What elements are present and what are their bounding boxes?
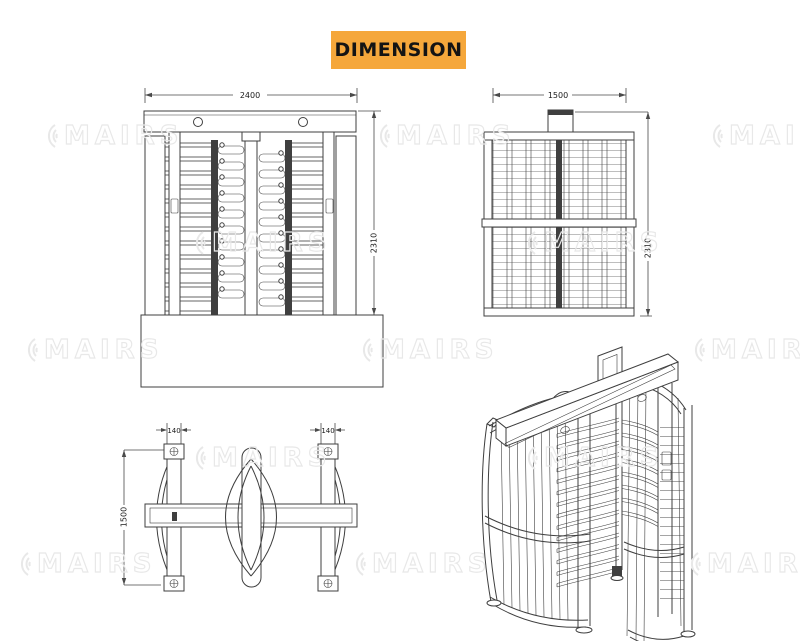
watermark: MAIRS xyxy=(700,122,800,150)
front-base xyxy=(140,314,384,388)
top-beam-slot xyxy=(172,512,177,521)
side-height-label: 2310 xyxy=(644,238,653,258)
top-left-post-dimension: 140 xyxy=(156,423,191,446)
isometric-view-drawing xyxy=(481,346,696,641)
front-right-reader xyxy=(325,198,334,214)
top-right-post-label: 140 xyxy=(321,427,334,435)
front-height-label: 2310 xyxy=(370,233,379,253)
top-view-drawing: 140 140 1500 xyxy=(120,423,358,592)
front-width-label: 2400 xyxy=(240,91,260,100)
side-width-label: 1500 xyxy=(548,91,568,100)
side-width-dimension: 1500 xyxy=(492,88,627,103)
side-mid-rail xyxy=(481,218,637,228)
iso-right-cage xyxy=(621,373,696,641)
top-depth-label: 1500 xyxy=(120,507,129,527)
side-motor-box xyxy=(547,109,574,134)
front-width-dimension: 2400 xyxy=(144,88,358,103)
top-depth-dimension: 1500 xyxy=(120,449,164,586)
side-cage xyxy=(481,131,637,317)
front-right-cage-edge xyxy=(335,135,357,316)
mairs-logo-icon xyxy=(713,124,723,148)
front-top-beam xyxy=(143,110,357,133)
front-cage xyxy=(144,131,357,316)
side-height-dimension: 2310 xyxy=(575,111,653,317)
iso-rotor xyxy=(556,390,659,588)
top-right-post-dimension: 140 xyxy=(310,423,345,446)
iso-reader-lower xyxy=(661,469,672,481)
top-rotor xyxy=(225,447,277,588)
front-view-drawing: 2400 2310 xyxy=(140,88,384,388)
top-left-post-label: 140 xyxy=(167,427,180,435)
iso-reader-upper xyxy=(661,451,672,466)
side-view-drawing: 1500 2310 xyxy=(481,88,653,317)
front-left-reader xyxy=(170,198,179,214)
mairs-logo-icon xyxy=(21,552,31,576)
dimension-title-banner: DIMENSION xyxy=(331,31,466,69)
mairs-logo-icon xyxy=(28,338,38,362)
iso-top-beam xyxy=(495,353,679,448)
front-left-cage-edge xyxy=(144,135,166,316)
dimension-title: DIMENSION xyxy=(334,39,463,61)
front-height-dimension: 2310 xyxy=(358,110,381,315)
iso-rotor-bearing xyxy=(612,566,622,576)
mairs-logo-icon xyxy=(48,124,58,148)
